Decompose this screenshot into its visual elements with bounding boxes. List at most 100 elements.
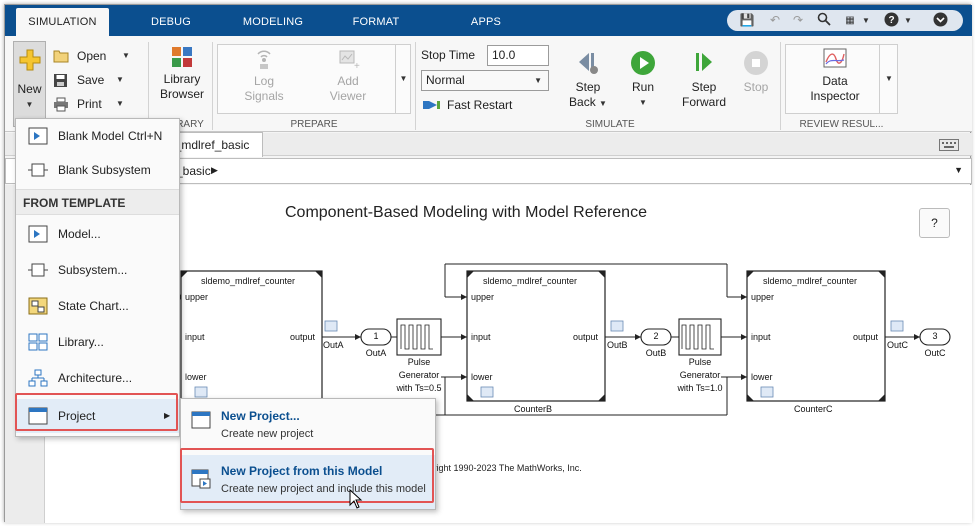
- help-icon[interactable]: ?: [882, 12, 900, 29]
- new-button-label: New: [17, 82, 42, 96]
- log-signals-button[interactable]: Log Signals: [229, 48, 299, 104]
- review-gallery-expand[interactable]: ▼: [879, 44, 898, 114]
- block-a-upper-port: upper: [185, 292, 209, 302]
- data-inspector-button[interactable]: Data Inspector: [795, 48, 875, 104]
- new-project-from-model-title: New Project from this Model: [221, 464, 383, 478]
- data-inspector-label-1: Data: [822, 74, 848, 88]
- chevron-right-icon: ▶: [164, 411, 171, 420]
- chevron-down-icon[interactable]: ▼: [862, 16, 870, 25]
- outport-3-number: 3: [932, 331, 938, 341]
- plus-icon: [19, 49, 41, 71]
- tab-simulation[interactable]: SIMULATION: [16, 8, 109, 36]
- save-label: Save: [77, 73, 105, 87]
- from-template-heading: FROM TEMPLATE: [16, 189, 179, 215]
- tab-debug[interactable]: DEBUG: [150, 16, 192, 28]
- menu-item-library[interactable]: Library...: [16, 325, 179, 359]
- menu-item-blank-model[interactable]: Blank Model Ctrl+N: [16, 119, 179, 153]
- block-b-upper-port: upper: [471, 292, 495, 302]
- breadcrumb[interactable]: _basic: [176, 164, 211, 178]
- pulse-1-label-line1: Pulse: [407, 357, 431, 367]
- chevron-down-icon[interactable]: ▼: [904, 16, 912, 25]
- tab-modeling[interactable]: MODELING: [242, 16, 304, 28]
- chevron-down-icon: ▼: [534, 76, 542, 85]
- step-forward-label-1: Step: [691, 80, 717, 94]
- shortcut-icon[interactable]: ▦: [845, 15, 855, 26]
- save-button[interactable]: Save ▼: [53, 70, 143, 90]
- search-icon[interactable]: [815, 12, 833, 29]
- project-label: Project: [58, 409, 96, 423]
- chevron-down-icon: ▼: [116, 75, 124, 84]
- chevron-down-icon[interactable]: ▼: [954, 165, 963, 175]
- outport-1-label: OutA: [365, 348, 387, 358]
- menu-item-blank-subsystem[interactable]: Blank Subsystem: [16, 153, 179, 187]
- add-viewer-label-2: Viewer: [329, 89, 367, 103]
- save-icon[interactable]: 💾: [739, 13, 755, 27]
- menu-item-state-chart[interactable]: State Chart...: [16, 289, 179, 323]
- new-project-from-model-icon: [191, 469, 211, 489]
- svg-text:+: +: [354, 61, 360, 72]
- library-group-label: RARY: [176, 119, 204, 130]
- block-c-caption: CounterC: [794, 404, 833, 414]
- library-browser-icon: [172, 47, 192, 67]
- prepare-gallery-expand[interactable]: ▼: [395, 44, 411, 114]
- menu-item-project[interactable]: Project ▶: [16, 399, 179, 433]
- menu-item-subsystem-template[interactable]: Subsystem...: [16, 253, 179, 287]
- simulation-mode-value: Normal: [426, 73, 465, 87]
- block-a-signal-label: OutA: [323, 340, 344, 350]
- architecture-label: Architecture...: [58, 371, 133, 385]
- state-chart-label: State Chart...: [58, 299, 129, 313]
- step-back-button[interactable]: Step Back ▼: [563, 50, 613, 111]
- canvas-help-button[interactable]: ?: [919, 208, 950, 238]
- block-c-upper-port: upper: [751, 292, 775, 302]
- simulation-mode-select[interactable]: Normal ▼: [421, 70, 549, 91]
- chevron-down-icon: ▼: [25, 100, 34, 109]
- stop-time-input[interactable]: 10.0: [487, 45, 549, 66]
- add-viewer-button[interactable]: + Add Viewer: [313, 48, 383, 104]
- keyboard-icon[interactable]: [939, 139, 959, 151]
- highlight-project-item: [15, 393, 178, 431]
- block-b-caption: CounterB: [514, 404, 553, 414]
- menu-item-model-template[interactable]: Model...: [16, 217, 179, 251]
- stop-button[interactable]: Stop: [736, 50, 776, 95]
- quick-access-toolbar: 💾 ↶ ↷ ▦ ▼ ? ▼: [727, 10, 963, 31]
- fast-restart-toggle[interactable]: Fast Restart: [421, 95, 531, 115]
- prepare-gallery: [217, 44, 411, 114]
- svg-text:?: ?: [888, 15, 894, 26]
- group-divider: [415, 42, 416, 130]
- subsystem-template-icon: [28, 263, 48, 277]
- block-diagram-lines: [112, 263, 951, 434]
- viewer-icon: +: [339, 50, 360, 72]
- blank-subsystem-label: Blank Subsystem: [58, 163, 151, 177]
- block-b-input-port: input: [471, 332, 491, 342]
- library-browser-label-2: Browser: [159, 87, 204, 101]
- new-button[interactable]: New ▼: [13, 41, 46, 127]
- step-forward-button[interactable]: Step Forward: [677, 50, 731, 110]
- pulse-1-label-line3: with Ts=0.5: [396, 383, 442, 393]
- open-button[interactable]: Open ▼: [53, 46, 143, 66]
- fast-restart-icon: [423, 101, 440, 109]
- print-button[interactable]: Print ▼: [53, 94, 143, 114]
- library-label: Library...: [58, 335, 104, 349]
- new-project-from-model-description: Create new project and include this mode…: [221, 483, 426, 495]
- menu-item-architecture[interactable]: Architecture...: [16, 361, 179, 395]
- minimize-toolstrip-icon[interactable]: [931, 12, 949, 29]
- chevron-down-icon: ▼: [122, 51, 130, 60]
- copyright-text: yright 1990-2023 The MathWorks, Inc.: [429, 463, 582, 473]
- fast-restart-label: Fast Restart: [447, 98, 513, 112]
- run-button[interactable]: Run ▼: [621, 50, 665, 110]
- simulink-window: SIMULATION DEBUG MODELING FORMAT APPS 💾 …: [4, 4, 972, 523]
- block-a-lower-port: lower: [185, 372, 207, 382]
- library-browser-button[interactable]: Library Browser: [155, 46, 209, 102]
- undo-icon[interactable]: ↶: [769, 13, 781, 27]
- tab-apps[interactable]: APPS: [470, 16, 502, 28]
- log-signals-label-2: Signals: [244, 89, 284, 103]
- menu-item-new-project-from-model[interactable]: New Project from this Model Create new p…: [181, 455, 435, 509]
- step-forward-label-2: Forward: [681, 95, 726, 109]
- redo-icon[interactable]: ↷: [792, 13, 804, 27]
- model-template-icon: [28, 225, 48, 243]
- open-label: Open: [77, 49, 107, 63]
- menu-item-new-project[interactable]: New Project... Create new project: [181, 399, 435, 451]
- play-icon: [631, 51, 655, 75]
- tab-format[interactable]: FORMAT: [352, 16, 400, 28]
- block-c-lower-port: lower: [751, 372, 773, 382]
